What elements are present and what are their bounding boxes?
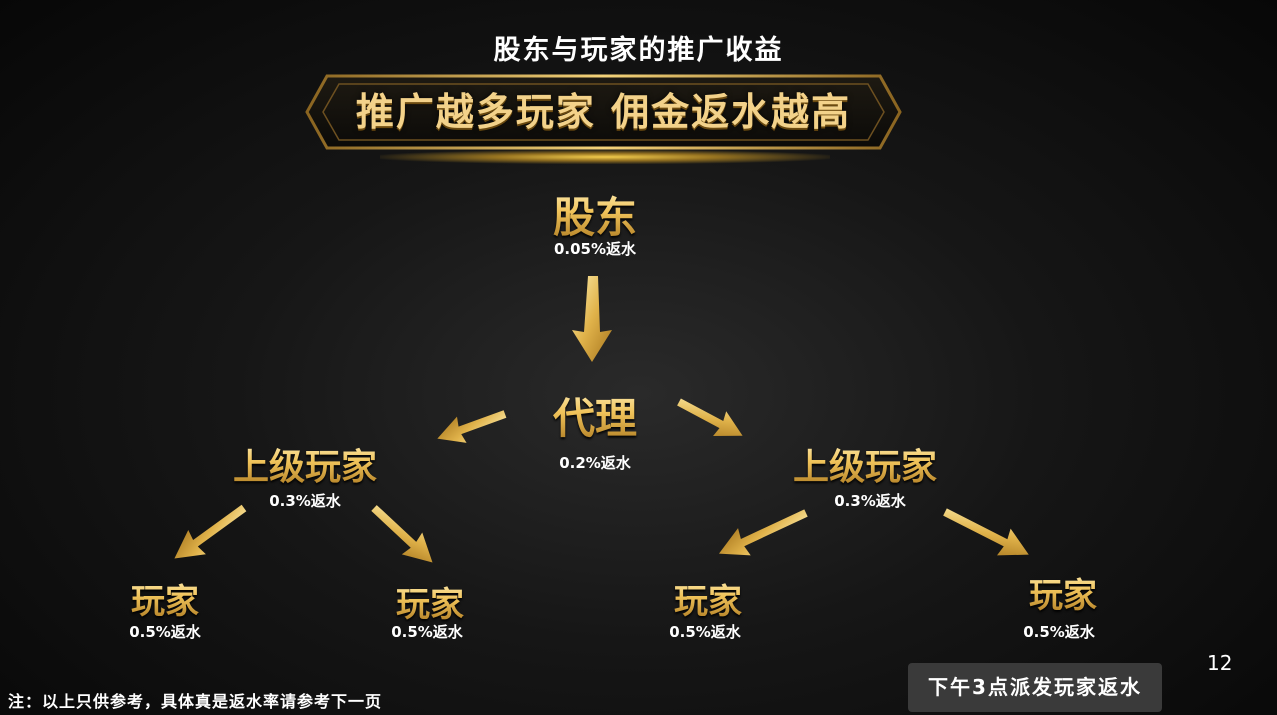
- player-3-label: 玩家: [653, 574, 763, 623]
- shareholder-rate: 0.05%返水: [553, 240, 637, 258]
- upper-player-right-label: 上级玩家: [780, 438, 950, 490]
- arrow-right-icon: [677, 398, 743, 436]
- upper-player-right-rate: 0.3%返水: [834, 492, 906, 510]
- shareholder-label: 股东: [530, 184, 660, 245]
- player-3-rate: 0.5%返水: [669, 623, 741, 641]
- arrow-left-icon: [437, 410, 507, 443]
- arrow-down-left-icon: [718, 509, 808, 556]
- player-1-rate: 0.5%返水: [129, 623, 201, 641]
- upper-player-left-label: 上级玩家: [220, 438, 390, 490]
- arrow-down-icon: [572, 276, 612, 362]
- agent-rate: 0.2%返水: [559, 454, 631, 472]
- arrow-down-right-icon: [943, 508, 1029, 556]
- banner-slogan: 推广越多玩家 佣金返水越高: [355, 90, 852, 134]
- player-1-label: 玩家: [110, 574, 220, 623]
- arrow-down-left-icon: [174, 504, 247, 559]
- player-4-rate: 0.5%返水: [1023, 623, 1095, 641]
- player-2-rate: 0.5%返水: [391, 623, 463, 641]
- footnote: 注：以上只供参考，具体真是返水率请参考下一页: [8, 692, 383, 711]
- player-4-label: 玩家: [1008, 568, 1118, 617]
- agent-label: 代理: [530, 385, 660, 446]
- upper-player-left-rate: 0.3%返水: [269, 492, 341, 510]
- banner-glow: [380, 150, 830, 164]
- page-title: 股东与玩家的推广收益: [493, 35, 784, 66]
- player-2-label: 玩家: [375, 577, 485, 626]
- banner-frame: [305, 74, 902, 150]
- arrow-down-right-icon: [371, 505, 433, 563]
- payout-time-badge: 下午3点派发玩家返水: [908, 663, 1162, 712]
- page-number: 12: [1207, 651, 1233, 675]
